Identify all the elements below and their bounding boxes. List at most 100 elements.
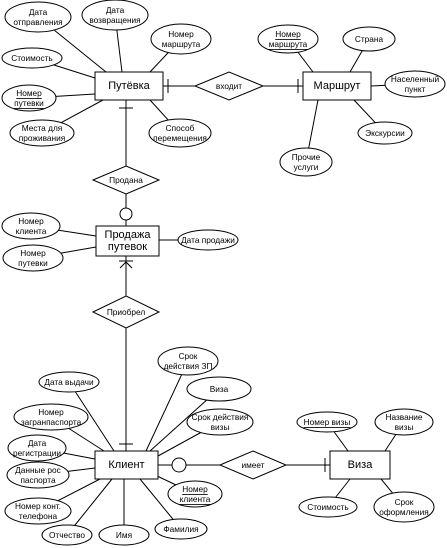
attr-data-vozvrascheniya-text: возвращения bbox=[89, 15, 140, 25]
entity-prodazha-putevok-text: Продажа bbox=[105, 229, 152, 241]
entity-klient[interactable]: Клиент bbox=[94, 450, 159, 480]
attr-viza-klienta-ellipse bbox=[186, 376, 252, 402]
attr-strana[interactable]: Страна bbox=[342, 26, 396, 52]
attr-nomer-putevki-prodazha-text: путевки bbox=[18, 258, 48, 268]
attr-nazvanie-vizy-text: визы bbox=[395, 422, 414, 432]
attr-imya[interactable]: Имя bbox=[98, 524, 150, 546]
attr-sposob-peremescheniya-text: перемещения bbox=[153, 133, 207, 143]
attr-ekskursii-text: Экскурсии bbox=[365, 128, 405, 138]
attr-stoimost-putevki[interactable]: Стоимость bbox=[1, 47, 63, 69]
attr-otchestvo[interactable]: Отчество bbox=[41, 524, 93, 546]
relationship-vhodit-text: входит bbox=[216, 81, 242, 91]
entity-klient-text: Клиент bbox=[108, 459, 144, 471]
attr-nomer-klienta-prodazha-ellipse bbox=[1, 212, 61, 240]
attr-otchestvo-text: Отчество bbox=[49, 530, 85, 540]
attr-nomer-vizy-ellipse bbox=[296, 411, 358, 433]
relationship-prodana[interactable]: Продана bbox=[91, 165, 161, 195]
attr-dannye-ros-pasporta-ellipse bbox=[6, 461, 70, 489]
attr-nomer-vizy[interactable]: Номер визы bbox=[296, 411, 358, 433]
attr-nomer-putevki-ellipse bbox=[1, 84, 57, 112]
mark-crowfoot-right bbox=[125, 261, 133, 269]
attr-data-vozvrascheniya-ellipse bbox=[81, 0, 149, 31]
entity-marshrut-text: Маршрут bbox=[314, 80, 361, 92]
attr-strana-text: Страна bbox=[355, 34, 384, 44]
attr-naselenny-punkt-text: пункт bbox=[405, 84, 426, 94]
attr-nomer-zagranpasporta-text: Номер bbox=[38, 407, 64, 417]
attr-data-otpravleniya-text: Дата bbox=[29, 7, 48, 17]
attr-nomer-klienta-prodazha-text: клиента bbox=[16, 226, 47, 236]
attr-familiya[interactable]: Фамилия bbox=[154, 518, 208, 540]
relationship-priobrel[interactable]: Приобрел bbox=[91, 295, 161, 329]
attr-stoimost-vizy-text: Стоимость bbox=[307, 502, 349, 512]
attr-mesta-prozhivaniya-text: проживания bbox=[19, 133, 65, 143]
attr-sposob-peremescheniya-ellipse bbox=[148, 118, 212, 148]
attr-nomer-putevki-prodazha-ellipse bbox=[2, 244, 64, 272]
attr-viza-klienta[interactable]: Виза bbox=[186, 376, 252, 402]
attr-data-registracii-text: регистрации bbox=[13, 448, 61, 458]
relationship-vhodit[interactable]: входит bbox=[193, 71, 265, 101]
entity-marshrut[interactable]: Маршрут bbox=[302, 71, 372, 101]
attr-prochie-uslugi-text: Прочие bbox=[292, 152, 321, 162]
attr-mesta-prozhivaniya-ellipse bbox=[9, 119, 75, 147]
relationship-imeet[interactable]: имеет bbox=[218, 450, 288, 480]
attr-nomer-marshruta-putevki-text: Номер bbox=[168, 29, 194, 39]
attr-srok-deystviya-zp-link bbox=[145, 360, 189, 452]
attr-ekskursii[interactable]: Экскурсии bbox=[357, 121, 413, 145]
attr-nomer-klienta-text: клиента bbox=[180, 494, 211, 504]
attr-data-registracii-ellipse bbox=[7, 434, 67, 462]
attr-naselenny-punkt-ellipse bbox=[384, 70, 446, 98]
attr-prochie-uslugi-text: услуги bbox=[294, 162, 319, 172]
attr-data-vydachi-ellipse bbox=[38, 371, 100, 393]
relationship-vhodit-diamond bbox=[193, 71, 265, 101]
optional-circle-prodazha bbox=[119, 207, 133, 221]
attr-srok-deystviya-vizy-ellipse bbox=[186, 408, 254, 436]
relationship-imeet-diamond bbox=[218, 450, 288, 480]
attr-nomer-zagranpasporta-ellipse bbox=[13, 403, 89, 431]
attr-data-prodazhi-ellipse bbox=[177, 229, 239, 251]
attr-data-prodazhi[interactable]: Дата продажи bbox=[177, 229, 239, 251]
attr-nomer-marshruta-putevki-ellipse bbox=[150, 23, 212, 55]
attr-nomer-zagranpasporta-text: загранпаспорта bbox=[21, 417, 82, 427]
attr-imya-text: Имя bbox=[116, 530, 132, 540]
entity-marshrut-box bbox=[302, 71, 372, 101]
entity-prodazha-putevok-text: путевок bbox=[108, 241, 147, 253]
entity-putevka[interactable]: Путёвка bbox=[94, 71, 164, 101]
relationship-prodana-text: Продана bbox=[109, 175, 143, 185]
attr-data-otpravleniya-ellipse bbox=[4, 1, 72, 33]
attr-imya-ellipse bbox=[98, 524, 150, 546]
attr-nomer-kont-telefona[interactable]: Номер конт.телефона bbox=[4, 497, 72, 525]
attr-srok-deystviya-zp-text: Срок bbox=[179, 351, 198, 361]
attr-nomer-klienta-text: Номер bbox=[182, 484, 208, 494]
optional-circle-klient bbox=[171, 457, 187, 473]
attr-stoimost-putevki-ellipse bbox=[1, 47, 63, 69]
entity-viza[interactable]: Виза bbox=[329, 450, 391, 480]
relationship-priobrel-text: Приобрел bbox=[107, 307, 146, 317]
attr-otchestvo-ellipse bbox=[41, 524, 93, 546]
attr-data-vydachi-text: Дата выдачи bbox=[44, 377, 94, 387]
entity-putevka-box bbox=[94, 71, 164, 101]
attr-data-vydachi[interactable]: Дата выдачи bbox=[38, 371, 100, 393]
attr-data-vydachi-link bbox=[68, 381, 115, 452]
attr-stoimost-vizy[interactable]: Стоимость bbox=[298, 496, 358, 518]
